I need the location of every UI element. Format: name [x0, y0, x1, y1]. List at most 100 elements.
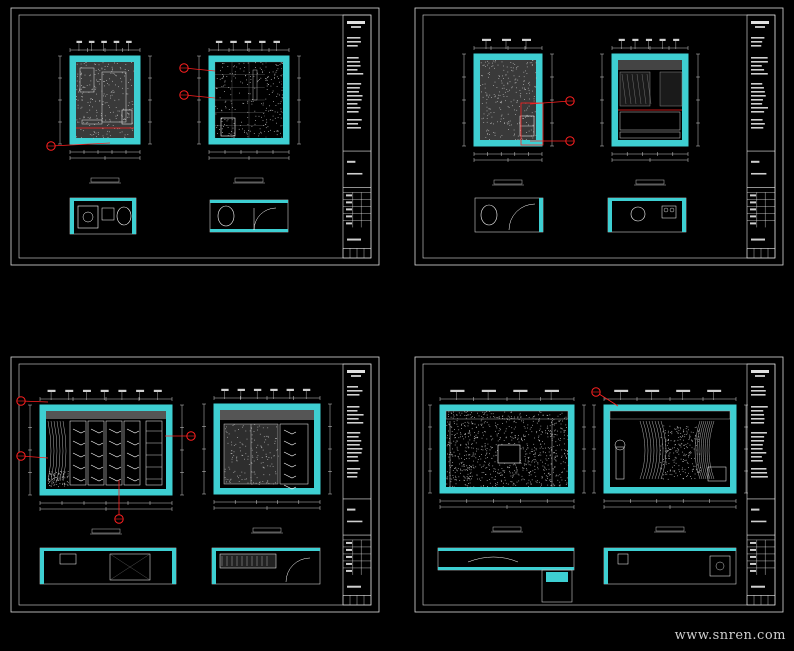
wall-right: [682, 54, 688, 146]
title-text-line: [751, 83, 763, 85]
wall-left: [474, 54, 480, 146]
wall-bottom: [209, 138, 289, 144]
title-text-line: [751, 414, 765, 416]
wardrobe-door: [87, 420, 105, 486]
label-mark: [244, 40, 252, 43]
label-mark: [259, 40, 266, 43]
view-caption: [492, 526, 522, 532]
title-text-line: [751, 386, 764, 388]
plan-wall: [608, 198, 686, 201]
label-mark: [82, 389, 91, 392]
floor-lamp: [615, 446, 625, 480]
title-text-line: [347, 436, 359, 438]
plan-outline: [69, 197, 137, 235]
burner: [663, 207, 669, 213]
title-text-line: [751, 508, 760, 511]
label-mark: [450, 389, 465, 392]
revision-text: [750, 569, 756, 572]
title-text-line: [751, 37, 765, 39]
plan-wall: [132, 198, 136, 234]
title-text-line: [751, 69, 765, 71]
panel-left: [619, 71, 651, 107]
open-closet: [279, 423, 309, 485]
title-text-line: [751, 99, 763, 101]
wall-right: [730, 405, 736, 493]
living-elevation-b: [592, 389, 748, 533]
title-text-line: [751, 119, 763, 121]
curtain-fold: [698, 420, 705, 480]
plan-wall: [539, 198, 543, 232]
revision-text: [346, 194, 352, 197]
vanity: [81, 119, 103, 125]
glass-hatch: [631, 73, 637, 105]
hanger: [108, 452, 122, 458]
curtain-fold: [657, 420, 664, 480]
wall-top: [209, 56, 289, 62]
revision-text: [346, 541, 352, 544]
label-mark: [221, 388, 229, 391]
hanger: [283, 440, 297, 446]
curtain-fold: [654, 420, 661, 480]
title-text-line: [751, 95, 766, 97]
toilet-side: [220, 117, 236, 137]
revision-text: [346, 562, 352, 565]
title-text-line: [347, 87, 360, 89]
wall-right: [536, 54, 542, 146]
revision-text: [750, 562, 756, 565]
wall-top: [40, 405, 172, 411]
title-text-line: [751, 440, 765, 442]
hanger: [283, 473, 297, 479]
title-text-line: [347, 73, 364, 75]
plan-wall: [70, 198, 136, 201]
bed: [109, 553, 151, 581]
title-text-line: [751, 103, 763, 105]
hanger: [72, 476, 86, 482]
plinth: [619, 131, 681, 139]
curtain-fold: [645, 420, 652, 480]
ceiling-bulkhead: [46, 411, 166, 419]
glass-hatch: [626, 73, 632, 105]
title-text-line: [751, 436, 765, 438]
title-text-line: [751, 45, 762, 47]
title-text-line: [751, 107, 768, 109]
plan-outline: [39, 547, 177, 585]
title-text-line: [751, 406, 768, 408]
title-text-line: [751, 476, 768, 478]
curtain-fold: [702, 420, 709, 480]
plan-wall: [70, 198, 74, 234]
wall-bottom: [604, 487, 736, 493]
title-text-line: [347, 440, 362, 442]
hanger: [126, 476, 140, 482]
curtain-fold: [704, 420, 711, 480]
lamp-shade: [614, 439, 626, 451]
hanger: [72, 428, 86, 434]
bedroom-plan-a: [39, 547, 177, 585]
wall-left: [440, 405, 446, 493]
view-caption: [635, 179, 665, 185]
plan-wall: [438, 567, 574, 570]
title-text-line: [347, 386, 359, 388]
wardrobe-door: [105, 420, 123, 486]
title-text-line: [347, 103, 358, 105]
view-caption: [655, 526, 685, 532]
label-mark: [707, 389, 722, 392]
wardrobe-elevation-b: [600, 38, 700, 186]
bulkhead: [618, 60, 682, 70]
callout-leader: [50, 142, 111, 147]
hanger: [126, 464, 140, 470]
plan-d: [607, 197, 687, 233]
bed-diag: [109, 553, 151, 581]
title-text-line: [751, 468, 767, 470]
label-mark: [645, 38, 653, 41]
glass-hatch: [646, 73, 652, 105]
title-text-line: [347, 99, 362, 101]
basin: [101, 207, 115, 221]
wall-top: [474, 54, 542, 60]
label-mark: [632, 38, 639, 41]
towel-bar: [252, 69, 258, 101]
label-mark: [101, 40, 107, 43]
armchair-plan: [709, 555, 731, 577]
title-text-line: [347, 468, 361, 470]
title-text-line: [347, 37, 361, 39]
